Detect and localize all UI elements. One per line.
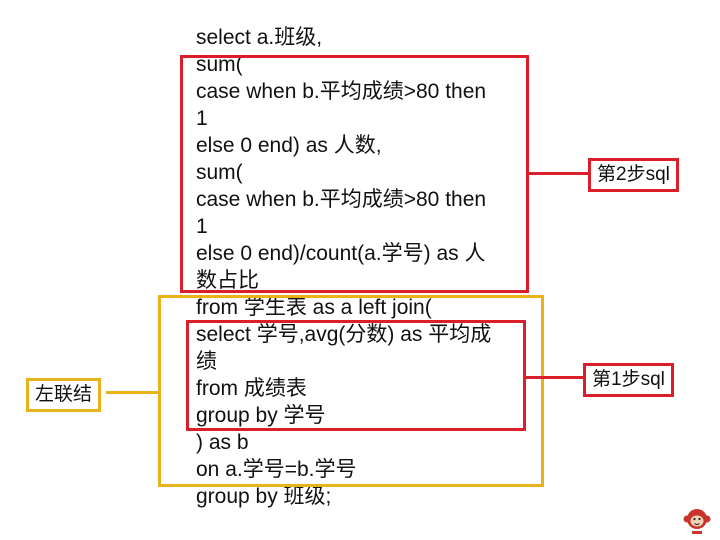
code-line: case when b.平均成绩>80 then — [196, 188, 487, 211]
step1-connector-line — [524, 376, 584, 379]
code-line: 绩 — [196, 350, 217, 373]
code-line: 1 — [196, 215, 208, 238]
code-line: group by 学号 — [196, 404, 326, 427]
code-line: group by 班级; — [196, 485, 332, 508]
code-line: 数占比 — [196, 269, 259, 292]
sql-code: select a.班级, sum( case when b.平均成绩>80 th… — [196, 24, 491, 510]
code-line: ) as b — [196, 431, 249, 454]
monkey-logo-icon — [683, 509, 711, 534]
code-line: on a.学号=b.学号 — [196, 458, 357, 481]
code-line: sum( — [196, 53, 243, 76]
step2-connector-line — [527, 172, 589, 175]
code-line: else 0 end)/count(a.学号) as 人 — [196, 242, 486, 265]
code-line: sum( — [196, 161, 243, 184]
code-line: 1 — [196, 107, 208, 130]
code-line: case when b.平均成绩>80 then — [196, 80, 487, 103]
code-line: else 0 end) as 人数, — [196, 134, 382, 157]
step1-label: 第1步sql — [583, 363, 674, 397]
left-join-label: 左联结 — [26, 378, 102, 412]
code-line: from 成绩表 — [196, 377, 307, 400]
code-line: select 学号,avg(分数) as 平均成 — [196, 323, 492, 346]
left-join-connector-line — [106, 391, 160, 394]
code-line: select a.班级, — [196, 26, 323, 49]
code-line: from 学生表 as a left join( — [196, 296, 432, 319]
step2-label: 第2步sql — [588, 158, 679, 192]
